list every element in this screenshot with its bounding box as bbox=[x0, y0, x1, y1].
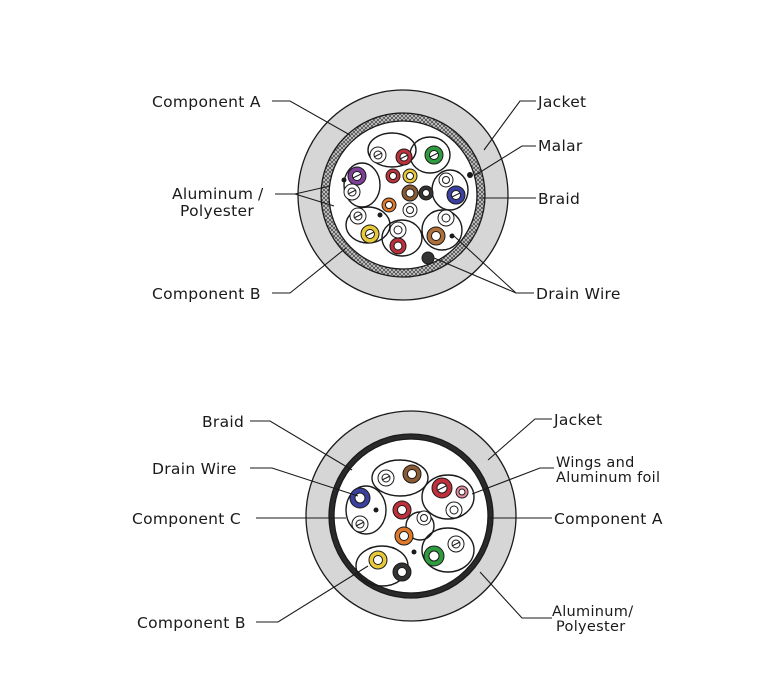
top-drain-wire-small bbox=[377, 212, 383, 218]
top-label-component-b: Component B bbox=[152, 285, 261, 303]
top-conductor-orange-small bbox=[402, 168, 418, 184]
top-conductor bbox=[389, 221, 407, 239]
bottom-conductor bbox=[416, 510, 432, 526]
top-label-component-a: Component A bbox=[152, 93, 261, 111]
top-conductor-red bbox=[395, 148, 413, 166]
bottom-conductor-pink bbox=[455, 485, 469, 499]
top-conductor-dark bbox=[418, 185, 434, 201]
bottom-conductor-orange bbox=[394, 526, 414, 546]
bottom-conductor-red-center bbox=[392, 500, 412, 520]
bottom-drain-wire bbox=[373, 507, 379, 513]
top-label-aluminum: Aluminum bbox=[172, 185, 253, 203]
top-pair-groups bbox=[343, 132, 469, 257]
top-drain-wire-small bbox=[449, 233, 455, 239]
top-conductor bbox=[437, 209, 455, 227]
bottom-label-component-c: Component C bbox=[132, 510, 241, 528]
bottom-conductor-blue bbox=[349, 487, 371, 509]
top-conductor bbox=[349, 207, 367, 225]
bottom-label-aluminum-foil: Aluminum foil bbox=[556, 470, 660, 486]
top-conductor-green bbox=[424, 145, 444, 165]
top-conductor bbox=[438, 172, 454, 188]
bottom-conductor bbox=[447, 535, 465, 553]
top-label-braid: Braid bbox=[538, 190, 580, 208]
top-cable: Component A Jacket Malar Aluminum / Poly… bbox=[152, 89, 621, 303]
bottom-conductor-green bbox=[423, 545, 445, 567]
top-conductor-brown bbox=[401, 184, 419, 202]
bottom-drain-wire-small bbox=[411, 549, 417, 555]
top-conductor-red-low bbox=[389, 237, 407, 255]
bottom-label-braid: Braid bbox=[202, 413, 244, 431]
bottom-label-component-b: Component B bbox=[137, 614, 246, 632]
top-drain-wire-small bbox=[467, 172, 473, 178]
top-leader-lines bbox=[272, 100, 536, 294]
top-conductor-purple bbox=[347, 166, 367, 186]
top-conductor-orange bbox=[381, 197, 397, 213]
bottom-conductor bbox=[351, 515, 369, 533]
bottom-label-component-a: Component A bbox=[554, 510, 663, 528]
top-conductor bbox=[402, 202, 418, 218]
bottom-label-drain-wire: Drain Wire bbox=[152, 460, 237, 478]
bottom-label-jacket: Jacket bbox=[553, 411, 602, 429]
bottom-cable: Braid Jacket Drain Wire Wings and Alumin… bbox=[132, 410, 663, 635]
bottom-leader-lines bbox=[250, 418, 554, 623]
top-conductor-red-small bbox=[385, 168, 401, 184]
top-conductor bbox=[343, 183, 361, 201]
bottom-conductor bbox=[377, 469, 395, 487]
top-conductor bbox=[369, 146, 387, 164]
bottom-conductor-red bbox=[431, 477, 453, 499]
top-conductors bbox=[341, 145, 473, 265]
top-label-polyester: Polyester bbox=[180, 202, 254, 220]
bottom-conductor-yellow bbox=[368, 550, 388, 570]
top-label-aluminum-slash: / bbox=[258, 185, 264, 203]
top-label-jacket: Jacket bbox=[537, 93, 586, 111]
top-drain-wire bbox=[421, 251, 435, 265]
bottom-conductors bbox=[349, 464, 469, 582]
top-conductor-yellow bbox=[360, 224, 380, 244]
bottom-label-wings: Wings and bbox=[556, 455, 635, 471]
bottom-conductor-dark bbox=[392, 562, 412, 582]
top-label-malar: Malar bbox=[538, 137, 583, 155]
bottom-conductor bbox=[445, 501, 463, 519]
bottom-label-polyester: Polyester bbox=[556, 619, 625, 635]
top-conductor-blue bbox=[446, 185, 466, 205]
bottom-label-aluminum: Aluminum/ bbox=[552, 604, 633, 620]
top-drain-wire-small bbox=[341, 177, 347, 183]
top-label-drain-wire: Drain Wire bbox=[536, 285, 621, 303]
bottom-conductor-brown bbox=[402, 464, 422, 484]
top-conductor-tan bbox=[426, 226, 446, 246]
